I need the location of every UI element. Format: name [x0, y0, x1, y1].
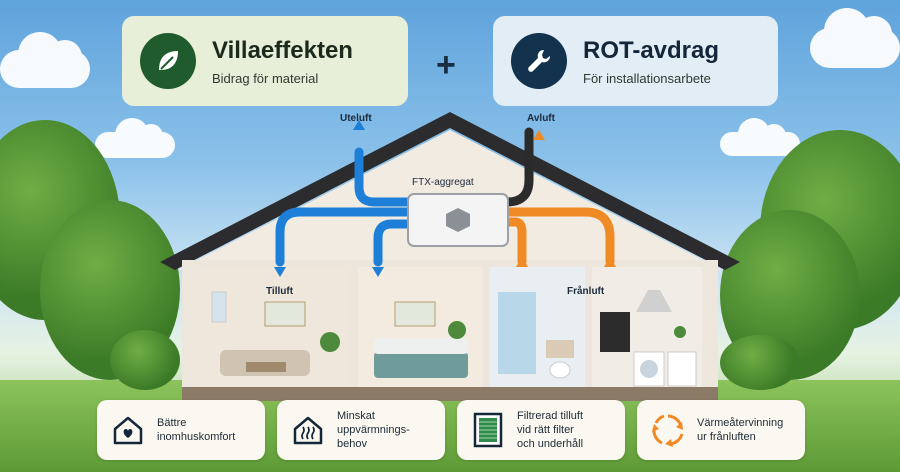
bush — [720, 335, 800, 390]
benefit-line: ur frånluften — [697, 431, 756, 443]
exhaust-air-label: Avluft — [527, 113, 555, 124]
benefit-line: och underhåll — [517, 438, 584, 451]
villaeffekten-title: Villaeffekten — [212, 36, 353, 64]
benefit-line: vid rätt filter — [517, 423, 574, 436]
house-cutaway — [160, 112, 740, 402]
benefit-line: Värmeåtervinning — [697, 416, 784, 429]
supply-air-label: Tilluft — [266, 286, 294, 297]
cloud — [810, 8, 900, 68]
house-illustration — [160, 112, 740, 401]
cloud — [720, 118, 800, 156]
cloud — [95, 118, 175, 158]
filter-icon — [469, 411, 507, 449]
benefit-card: Värmeåtervinning ur frånluften — [637, 400, 805, 460]
ftx-unit-label: FTX-aggregat — [412, 177, 474, 188]
benefit-line: Minskat — [337, 409, 375, 422]
rot-card: ROT-avdrag För installationsarbete — [493, 16, 778, 106]
benefit-line: behov — [337, 438, 367, 451]
benefit-card: Filtrerad tilluft vid rätt filter och un… — [457, 400, 625, 460]
outdoor-air-label: Uteluft — [340, 113, 372, 124]
benefit-line: inomhuskomfort — [157, 431, 236, 443]
cloud — [0, 32, 90, 88]
villaeffekten-card: Villaeffekten Bidrag för material — [122, 16, 408, 106]
extract-air-label: Frånluft — [567, 286, 605, 297]
villaeffekten-subtitle: Bidrag för material — [212, 70, 319, 86]
plus-sign: + — [436, 46, 456, 84]
house-heat-icon — [289, 411, 327, 449]
benefit-line: Bättre — [157, 416, 187, 429]
benefit-card: Minskat uppvärmnings- behov — [277, 400, 445, 460]
wrench-icon — [511, 33, 567, 89]
rot-title: ROT-avdrag — [583, 36, 720, 64]
rot-subtitle: För installationsarbete — [583, 70, 711, 86]
benefit-line: Filtrerad tilluft — [517, 409, 584, 422]
recycle-arrows-icon — [649, 411, 687, 449]
leaf-icon — [140, 33, 196, 89]
benefit-line: uppvärmnings- — [337, 423, 410, 436]
bush — [110, 330, 180, 390]
house-heart-icon — [109, 411, 147, 449]
benefit-card: Bättre inomhuskomfort — [97, 400, 265, 460]
